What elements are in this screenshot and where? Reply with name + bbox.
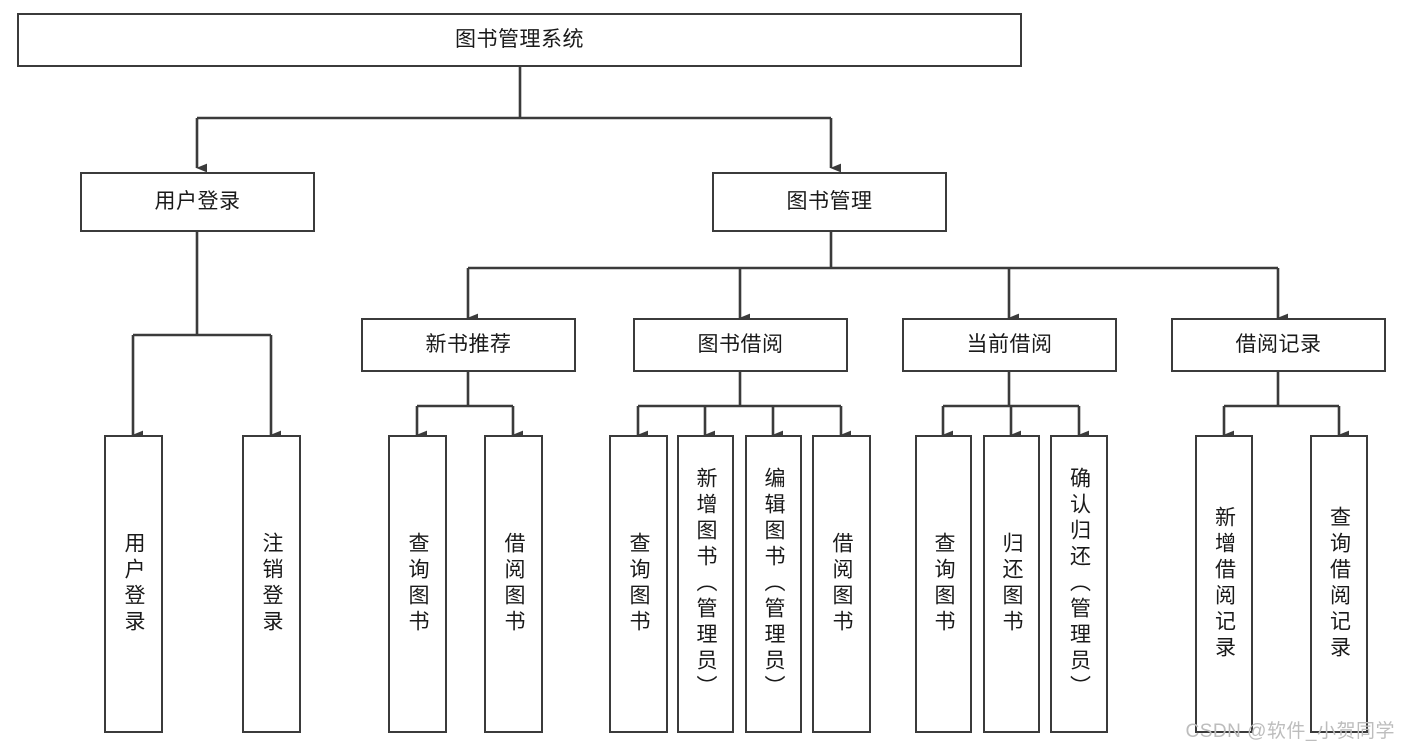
leaf-edit-book-admin[interactable]: 编辑图书（管理员） <box>745 435 802 733</box>
node-label: 查询图书 <box>406 532 429 636</box>
node-label: 新书推荐 <box>425 332 512 356</box>
node-book-management[interactable]: 图书管理 <box>712 172 947 232</box>
node-label: 查询借阅记录 <box>1327 506 1351 662</box>
node-label: 编辑图书（管理员） <box>762 467 785 701</box>
leaf-user-login[interactable]: 用户登录 <box>104 435 163 733</box>
node-book-borrow[interactable]: 图书借阅 <box>633 318 848 372</box>
leaf-query-borrow-record[interactable]: 查询借阅记录 <box>1310 435 1368 733</box>
node-label: 当前借阅 <box>966 332 1053 356</box>
leaf-query-book-current[interactable]: 查询图书 <box>915 435 972 733</box>
node-label: 新增图书（管理员） <box>694 467 717 701</box>
leaf-query-book-borrow[interactable]: 查询图书 <box>609 435 668 733</box>
node-current-borrow[interactable]: 当前借阅 <box>902 318 1117 372</box>
node-label: 确认归还（管理员） <box>1067 467 1091 701</box>
node-label: 归还图书 <box>1000 532 1023 636</box>
node-borrow-records[interactable]: 借阅记录 <box>1171 318 1386 372</box>
node-label: 图书管理系统 <box>455 27 584 51</box>
leaf-add-borrow-record[interactable]: 新增借阅记录 <box>1195 435 1253 733</box>
node-label: 图书借阅 <box>697 332 784 356</box>
node-label: 新增借阅记录 <box>1212 506 1236 662</box>
node-label: 查询图书 <box>627 532 650 636</box>
leaf-add-book-admin[interactable]: 新增图书（管理员） <box>677 435 734 733</box>
node-label: 图书管理 <box>786 189 873 213</box>
node-label: 借阅记录 <box>1235 332 1322 356</box>
leaf-confirm-return-admin[interactable]: 确认归还（管理员） <box>1050 435 1108 733</box>
leaf-borrow-book-new[interactable]: 借阅图书 <box>484 435 543 733</box>
node-label: 用户登录 <box>154 189 241 213</box>
node-new-book-recommend[interactable]: 新书推荐 <box>361 318 576 372</box>
node-user-login[interactable]: 用户登录 <box>80 172 315 232</box>
leaf-query-book-new[interactable]: 查询图书 <box>388 435 447 733</box>
node-root-library-system[interactable]: 图书管理系统 <box>17 13 1022 67</box>
node-label: 借阅图书 <box>830 532 853 636</box>
node-label: 查询图书 <box>932 532 955 636</box>
node-label: 用户登录 <box>122 532 145 636</box>
node-label: 借阅图书 <box>502 532 525 636</box>
node-label: 注销登录 <box>260 532 283 636</box>
leaf-return-book[interactable]: 归还图书 <box>983 435 1040 733</box>
leaf-borrow-book[interactable]: 借阅图书 <box>812 435 871 733</box>
leaf-logout[interactable]: 注销登录 <box>242 435 301 733</box>
